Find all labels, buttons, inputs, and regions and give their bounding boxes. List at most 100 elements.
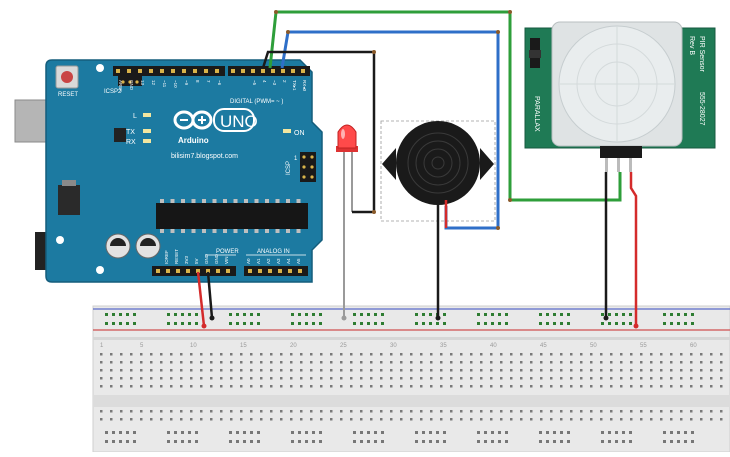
rail-hole xyxy=(422,431,425,434)
breadboard-hole xyxy=(120,353,123,356)
breadboard-hole xyxy=(410,377,413,380)
breadboard-hole xyxy=(130,361,133,364)
breadboard-hole xyxy=(140,369,143,372)
rail-hole xyxy=(601,431,604,434)
rail-hole xyxy=(684,431,687,434)
breadboard-hole xyxy=(300,418,303,421)
breadboard-hole xyxy=(230,369,233,372)
breadboard-hole xyxy=(150,385,153,388)
mount-hole xyxy=(96,64,104,72)
breadboard-hole xyxy=(670,418,673,421)
breadboard-hole xyxy=(310,385,313,388)
breadboard-hole xyxy=(250,410,253,413)
breadboard-hole xyxy=(130,410,133,413)
breadboard-hole xyxy=(280,385,283,388)
rail-hole xyxy=(691,440,694,443)
rail-hole xyxy=(622,440,625,443)
breadboard-hole xyxy=(160,369,163,372)
breadboard-hole xyxy=(480,361,483,364)
rail-hole xyxy=(560,313,563,316)
rail-hole xyxy=(250,440,253,443)
breadboard-hole xyxy=(640,418,643,421)
rail-hole xyxy=(629,440,632,443)
rail-hole xyxy=(498,440,501,443)
rail-hole xyxy=(181,313,184,316)
breadboard-hole xyxy=(450,418,453,421)
breadboard-hole xyxy=(610,377,613,380)
breadboard-hole xyxy=(330,369,333,372)
header-pin xyxy=(301,69,305,73)
breadboard-hole xyxy=(200,369,203,372)
breadboard-hole xyxy=(370,353,373,356)
breadboard-hole xyxy=(390,385,393,388)
chip-pin xyxy=(170,199,175,203)
breadboard-hole xyxy=(710,418,713,421)
breadboard-hole xyxy=(560,369,563,372)
breadboard-hole xyxy=(700,369,703,372)
breadboard-hole xyxy=(220,410,223,413)
breadboard-hole xyxy=(710,377,713,380)
rail-hole xyxy=(167,440,170,443)
rail-hole xyxy=(305,431,308,434)
digital-header xyxy=(113,66,310,76)
rail-hole xyxy=(443,322,446,325)
breadboard-hole xyxy=(350,361,353,364)
breadboard-hole xyxy=(440,361,443,364)
rail-hole xyxy=(305,322,308,325)
breadboard-hole xyxy=(210,418,213,421)
breadboard-hole xyxy=(630,353,633,356)
breadboard-hole xyxy=(350,353,353,356)
header-pin xyxy=(156,269,160,273)
header-pin xyxy=(288,269,292,273)
rail-hole xyxy=(622,322,625,325)
breadboard-hole xyxy=(110,353,113,356)
breadboard-hole xyxy=(400,361,403,364)
digital-pin-label: ~3 xyxy=(272,80,277,86)
breadboard-hole xyxy=(720,353,723,356)
breadboard-hole xyxy=(390,377,393,380)
rail-hole xyxy=(133,313,136,316)
rail-hole xyxy=(367,431,370,434)
buzzer-tab-right xyxy=(480,148,494,180)
breadboard-hole xyxy=(640,369,643,372)
chip-pin xyxy=(212,199,217,203)
rail-hole xyxy=(374,313,377,316)
breadboard-hole xyxy=(650,377,653,380)
breadboard-hole xyxy=(460,377,463,380)
breadboard-hole xyxy=(540,418,543,421)
breadboard-hole xyxy=(110,410,113,413)
breadboard-hole xyxy=(630,377,633,380)
breadboard-hole xyxy=(520,353,523,356)
breadboard-hole xyxy=(350,377,353,380)
breadboard-hole xyxy=(290,377,293,380)
rail-hole xyxy=(112,431,115,434)
breadboard-hole xyxy=(530,353,533,356)
breadboard-hole xyxy=(490,361,493,364)
rail-hole xyxy=(360,440,363,443)
voltage-regulator xyxy=(58,185,80,215)
breadboard-hole xyxy=(480,418,483,421)
digital-pin-label: 2 xyxy=(282,80,287,83)
header-pin xyxy=(204,69,208,73)
rail-hole xyxy=(360,322,363,325)
regulator-tab xyxy=(62,180,76,186)
breadboard-hole xyxy=(470,361,473,364)
rx-led xyxy=(143,139,151,143)
rail-hole xyxy=(622,313,625,316)
tx-led xyxy=(143,129,151,133)
breadboard-hole xyxy=(140,353,143,356)
breadboard-hole xyxy=(690,377,693,380)
breadboard-hole xyxy=(200,418,203,421)
breadboard-hole xyxy=(380,377,383,380)
breadboard-hole xyxy=(130,385,133,388)
breadboard-hole xyxy=(300,410,303,413)
rail-hole xyxy=(484,431,487,434)
breadboard-hole xyxy=(330,361,333,364)
bottom-header-holes xyxy=(156,269,302,273)
breadboard-hole xyxy=(540,385,543,388)
chip-pin xyxy=(223,229,227,233)
power-rail-holes xyxy=(105,313,694,325)
breadboard-hole xyxy=(540,410,543,413)
rail-hole xyxy=(601,322,604,325)
